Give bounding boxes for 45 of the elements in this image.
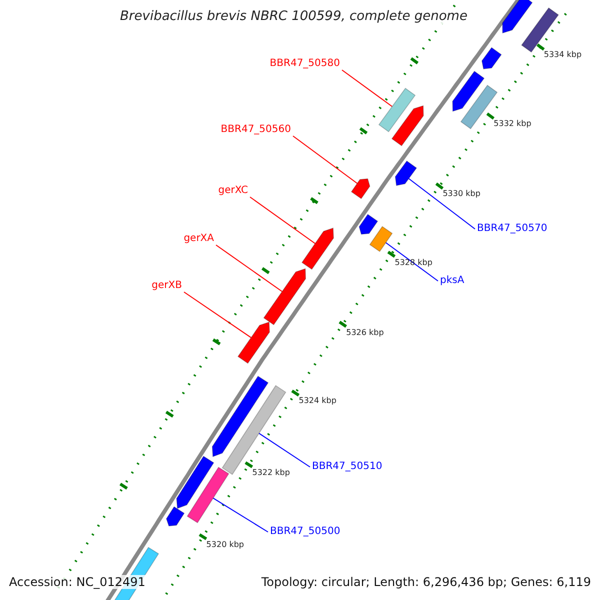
- gene-feature: [391, 105, 424, 146]
- accession-text: Accession: NC_012491: [8, 575, 146, 589]
- leader-line: [342, 70, 393, 107]
- leader-line: [184, 292, 252, 338]
- gene-feature: [186, 466, 230, 524]
- gene-label: gerXA: [184, 233, 214, 244]
- leader-line: [258, 432, 310, 468]
- gene-label: BBR47_50500: [270, 526, 340, 537]
- gene-label: BBR47_50580: [270, 58, 340, 69]
- gene-feature: [369, 226, 393, 252]
- genome-stats-text: Topology: circular; Length: 6,296,436 bp; Genes: 6,119: [260, 575, 592, 589]
- position-label: 5324 kbp: [298, 396, 336, 406]
- gene-feature: [263, 268, 306, 326]
- leader-line: [385, 242, 438, 282]
- gene-feature: [452, 70, 485, 112]
- gene-label: BBR47_50570: [477, 223, 548, 234]
- gene-feature: [176, 456, 214, 509]
- gene-feature: [212, 376, 269, 458]
- position-label: 5328 kbp: [394, 258, 432, 267]
- gene-feature: [378, 88, 416, 132]
- title: Brevibacillus brevis NBRC 100599, complete genome: [118, 9, 470, 24]
- gene-label: gerXC: [218, 185, 248, 196]
- leader-line: [250, 196, 316, 244]
- gene-label: BBR47_50560: [220, 124, 291, 135]
- position-label: 5322 kbp: [252, 468, 290, 477]
- leader-line: [212, 498, 268, 532]
- gene-feature: [237, 322, 270, 364]
- position-label: 5320 kbp: [206, 540, 244, 549]
- gene-feature: [301, 228, 334, 270]
- gene-feature: [502, 0, 533, 34]
- position-label: 5334 kbp: [544, 50, 582, 60]
- leader-line: [408, 178, 476, 230]
- position-label: 5330 kbp: [442, 189, 480, 198]
- position-label: 5332 kbp: [494, 119, 532, 128]
- gene-feature: [521, 7, 559, 53]
- gene-label: BBR47_50510: [312, 461, 382, 472]
- gene-feature: [350, 178, 370, 200]
- gene-feature: [394, 160, 418, 186]
- gene-label: pksA: [440, 275, 464, 286]
- gene-label: gerXB: [152, 280, 182, 291]
- gene-feature: [481, 47, 502, 70]
- leader-line: [216, 244, 283, 292]
- position-label: 5326 kbp: [346, 328, 384, 337]
- gene-feature: [358, 214, 378, 235]
- leader-line: [292, 136, 358, 184]
